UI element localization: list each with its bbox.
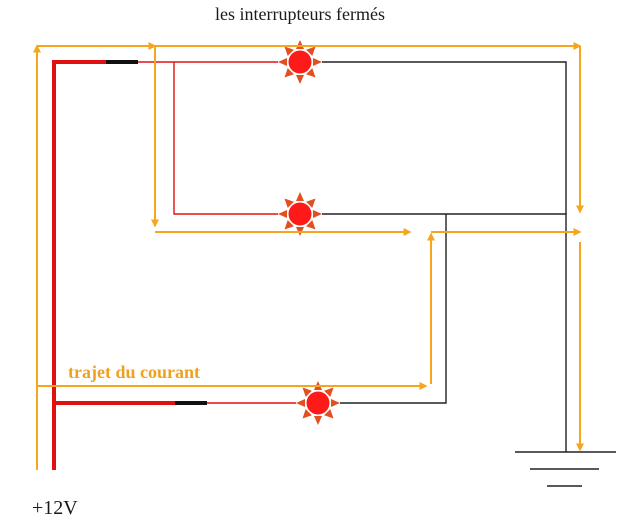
flow-label: trajet du courant: [68, 362, 200, 382]
diagram-title: les interrupteurs fermés: [215, 4, 385, 24]
supply-voltage-label: +12V: [32, 497, 78, 519]
wire-to-lamp-2: [173, 62, 278, 215]
ground-symbol-icon: [515, 451, 616, 487]
current-flow-arrows: [33, 42, 584, 470]
supply-rail: [52, 60, 106, 470]
return-wire-2: [322, 213, 567, 452]
lamp-icon: [296, 381, 340, 425]
lamp-icon: [278, 192, 322, 236]
circuit-wires: [52, 60, 616, 487]
return-wire-3: [340, 214, 447, 404]
return-wire-1: [322, 61, 567, 214]
